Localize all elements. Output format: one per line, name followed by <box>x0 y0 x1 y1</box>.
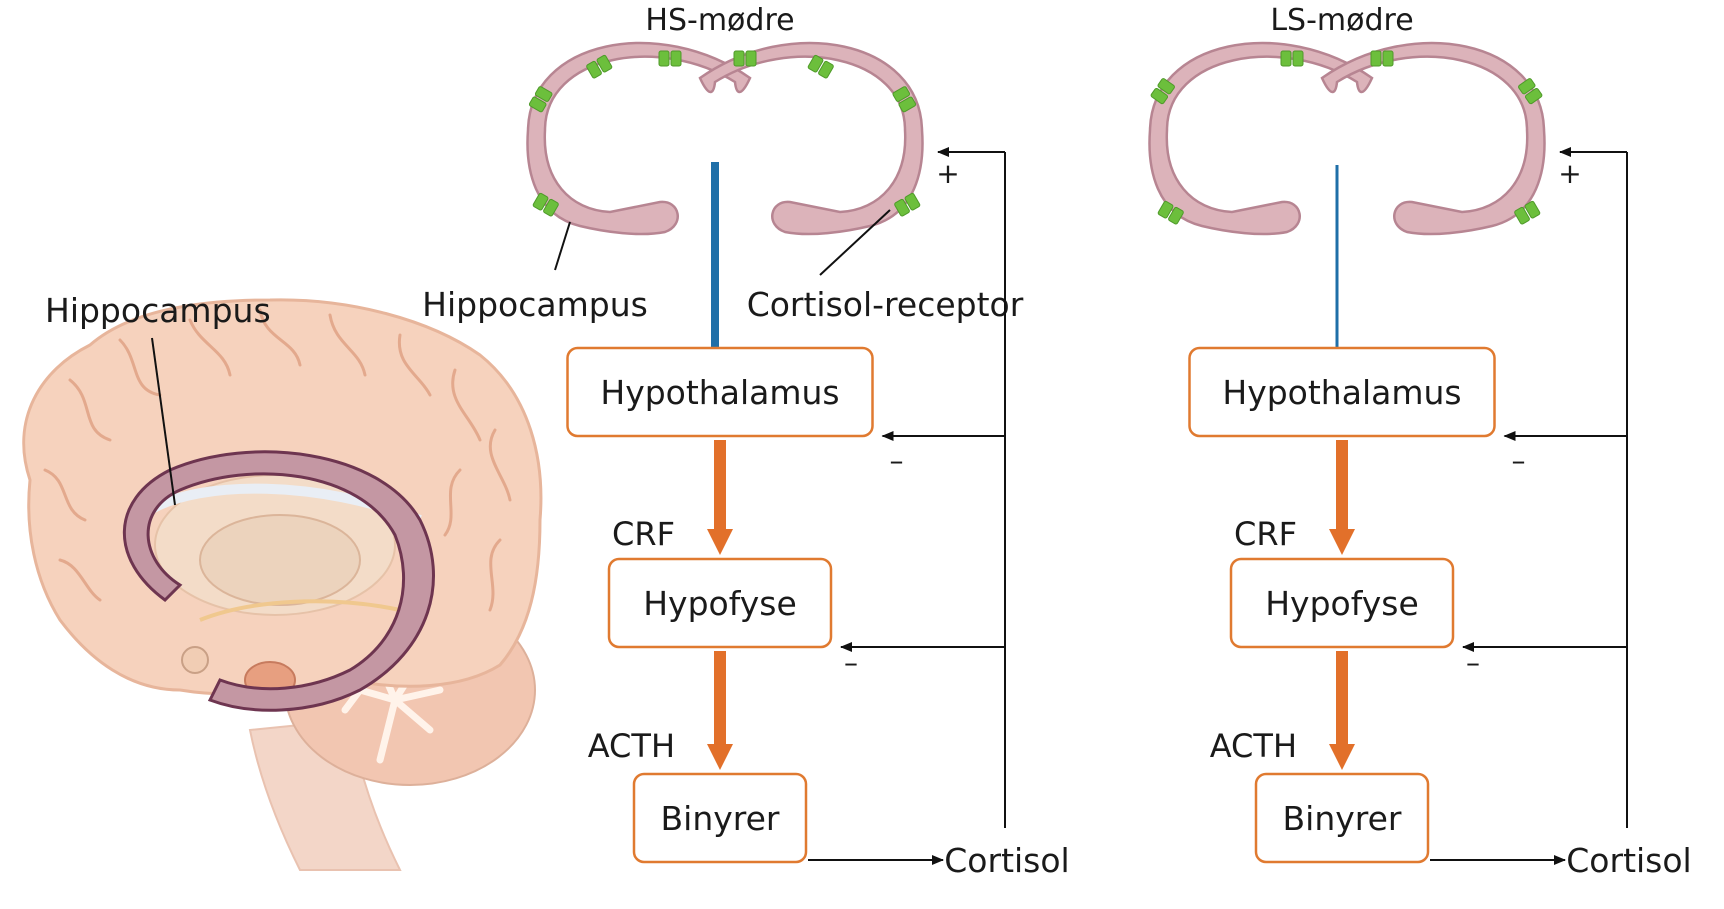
hippocampus-label: Hippocampus <box>422 285 648 324</box>
receptor-icon <box>1280 50 1304 67</box>
receptor-icon <box>894 192 921 217</box>
box-binyrer: Binyrer <box>1254 772 1430 864</box>
receptor-icon <box>658 50 682 67</box>
crf-arrow <box>1329 440 1355 555</box>
brain-hippocampus-label: Hippocampus <box>45 291 271 330</box>
box-label: Hypofyse <box>643 584 797 623</box>
cortisol-receptors <box>1150 50 1543 225</box>
box-label: Hypothalamus <box>600 373 839 412</box>
hormone-label-crf: CRF <box>1234 515 1297 553</box>
box-label: Hypothalamus <box>1222 373 1461 412</box>
hormone-label-crf: CRF <box>612 515 675 553</box>
feedback-sign-minus: – <box>844 646 858 679</box>
receptor-pointer <box>819 209 891 276</box>
hippocampus-slices <box>1148 41 1546 236</box>
receptor-icon <box>807 54 834 79</box>
box-binyrer: Binyrer <box>632 772 808 864</box>
receptor-icon <box>586 54 613 79</box>
cortisol-receptors <box>528 50 921 217</box>
cortisol-label: Cortisol <box>1566 841 1691 880</box>
box-label: Binyrer <box>1283 799 1402 838</box>
hippocampus-to-hypothalamus-arrow <box>1327 165 1347 378</box>
feedback-sign-minus: – <box>1512 444 1526 477</box>
feedback-sign-plus: + <box>936 157 959 190</box>
hippocampus-pointer <box>554 221 571 271</box>
receptor-icon <box>532 192 559 217</box>
receptor-icon <box>733 50 757 67</box>
receptor-icon <box>1150 78 1175 105</box>
feedback-sign-minus: – <box>1466 646 1480 679</box>
feedback-sign-minus: – <box>890 444 904 477</box>
box-label: Binyrer <box>661 799 780 838</box>
crf-arrow <box>707 440 733 555</box>
panel-title: LS-mødre <box>1270 3 1413 38</box>
receptor-icon <box>1370 50 1394 67</box>
receptor-icon <box>528 86 553 113</box>
box-hypofyse: Hypofyse <box>1229 557 1455 649</box>
hippocampus-to-hypothalamus-arrow <box>702 162 728 378</box>
receptor-icon <box>892 86 917 113</box>
cortisol-label: Cortisol <box>944 841 1069 880</box>
receptor-icon <box>1157 200 1184 225</box>
hormone-label-acth: ACTH <box>588 727 675 765</box>
acth-arrow <box>1329 651 1355 770</box>
receptor-icon <box>1514 200 1541 225</box>
box-label: Hypofyse <box>1265 584 1419 623</box>
box-hypofyse: Hypofyse <box>607 557 833 649</box>
receptor-label: Cortisol-receptor <box>747 285 1024 324</box>
receptor-icon <box>1518 78 1543 105</box>
brain-illustration: Hippocampus <box>22 291 543 871</box>
panel-title: HS-mødre <box>645 3 794 38</box>
box-hypothalamus: Hypothalamus <box>1188 346 1496 438</box>
feedback-sign-plus: + <box>1558 157 1581 190</box>
hippocampus-slices <box>526 41 924 236</box>
acth-arrow <box>707 651 733 770</box>
hormone-label-acth: ACTH <box>1210 727 1297 765</box>
box-hypothalamus: Hypothalamus <box>566 346 874 438</box>
